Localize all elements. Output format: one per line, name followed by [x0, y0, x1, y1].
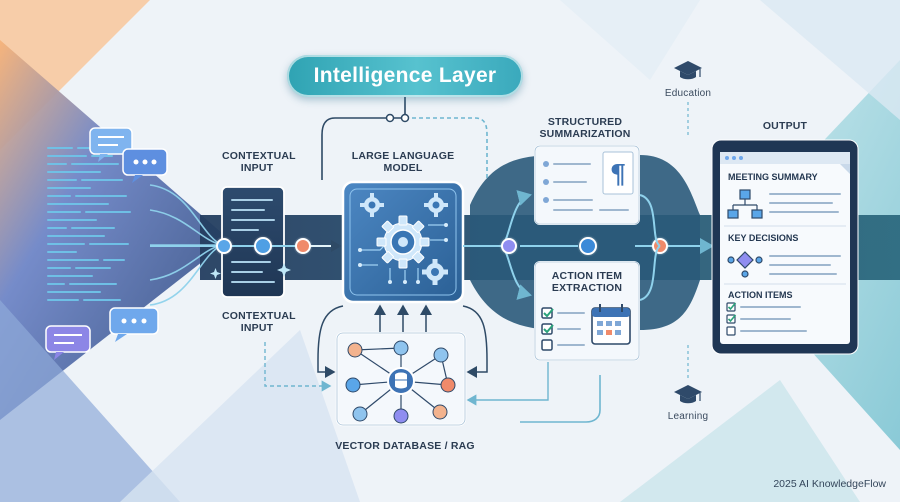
- chat-bubble-icon: [45, 325, 91, 360]
- chat-bubble-icon: [122, 148, 168, 183]
- vector-db-label: VECTOR DATABASE / RAG: [335, 440, 475, 452]
- svg-text:¶: ¶: [610, 160, 627, 190]
- chat-bubble-icon: [109, 307, 159, 342]
- intelligence-layer-title: Intelligence Layer: [287, 55, 523, 97]
- flow-node: [214, 236, 234, 256]
- gear-icon: [424, 193, 448, 217]
- footer-credit: 2025 AI KnowledgeFlow: [773, 478, 886, 490]
- checkbox-icon: [541, 307, 554, 351]
- flow-node: [293, 236, 313, 256]
- paragraph-icon: ¶: [610, 160, 627, 190]
- tablet-output: [711, 139, 859, 355]
- summary-card: [534, 145, 640, 225]
- flow-node: [577, 235, 599, 257]
- flow-node: [252, 235, 274, 257]
- education-label: Education: [664, 88, 712, 99]
- output-label: OUTPUT: [762, 120, 808, 132]
- input-text-lines: [47, 147, 131, 301]
- llm-label: LARGE LANGUAGE MODEL: [351, 150, 455, 174]
- action-items-heading: ACTION ITEMS: [728, 290, 793, 300]
- key-decisions-heading: KEY DECISIONS: [728, 233, 799, 243]
- structured-summarization-label: STRUCTURED SUMMARIZATION: [539, 116, 631, 140]
- contextual-input-top-label: CONTEXTUAL INPUT: [222, 150, 296, 174]
- flowchart-icon: [727, 189, 763, 219]
- flow-node: [499, 236, 519, 256]
- gear-icon: [376, 215, 430, 269]
- contextual-input-bottom-label: CONTEXTUAL INPUT: [222, 310, 296, 334]
- decision-diagram-icon: [727, 251, 763, 278]
- graduation-cap-icon: [674, 385, 702, 404]
- learning-label: Learning: [667, 411, 709, 422]
- checkbox-icon: [726, 302, 737, 336]
- gear-icon: [422, 259, 448, 285]
- chat-bubble-icon: [89, 127, 133, 162]
- calendar-icon: [591, 304, 631, 345]
- database-node-icon: [387, 367, 415, 395]
- meeting-summary-heading: MEETING SUMMARY: [728, 172, 818, 182]
- action-item-extraction-label: ACTION ITEM EXTRACTION: [551, 270, 623, 294]
- graduation-cap-icon: [674, 61, 702, 80]
- gear-icon: [360, 193, 384, 217]
